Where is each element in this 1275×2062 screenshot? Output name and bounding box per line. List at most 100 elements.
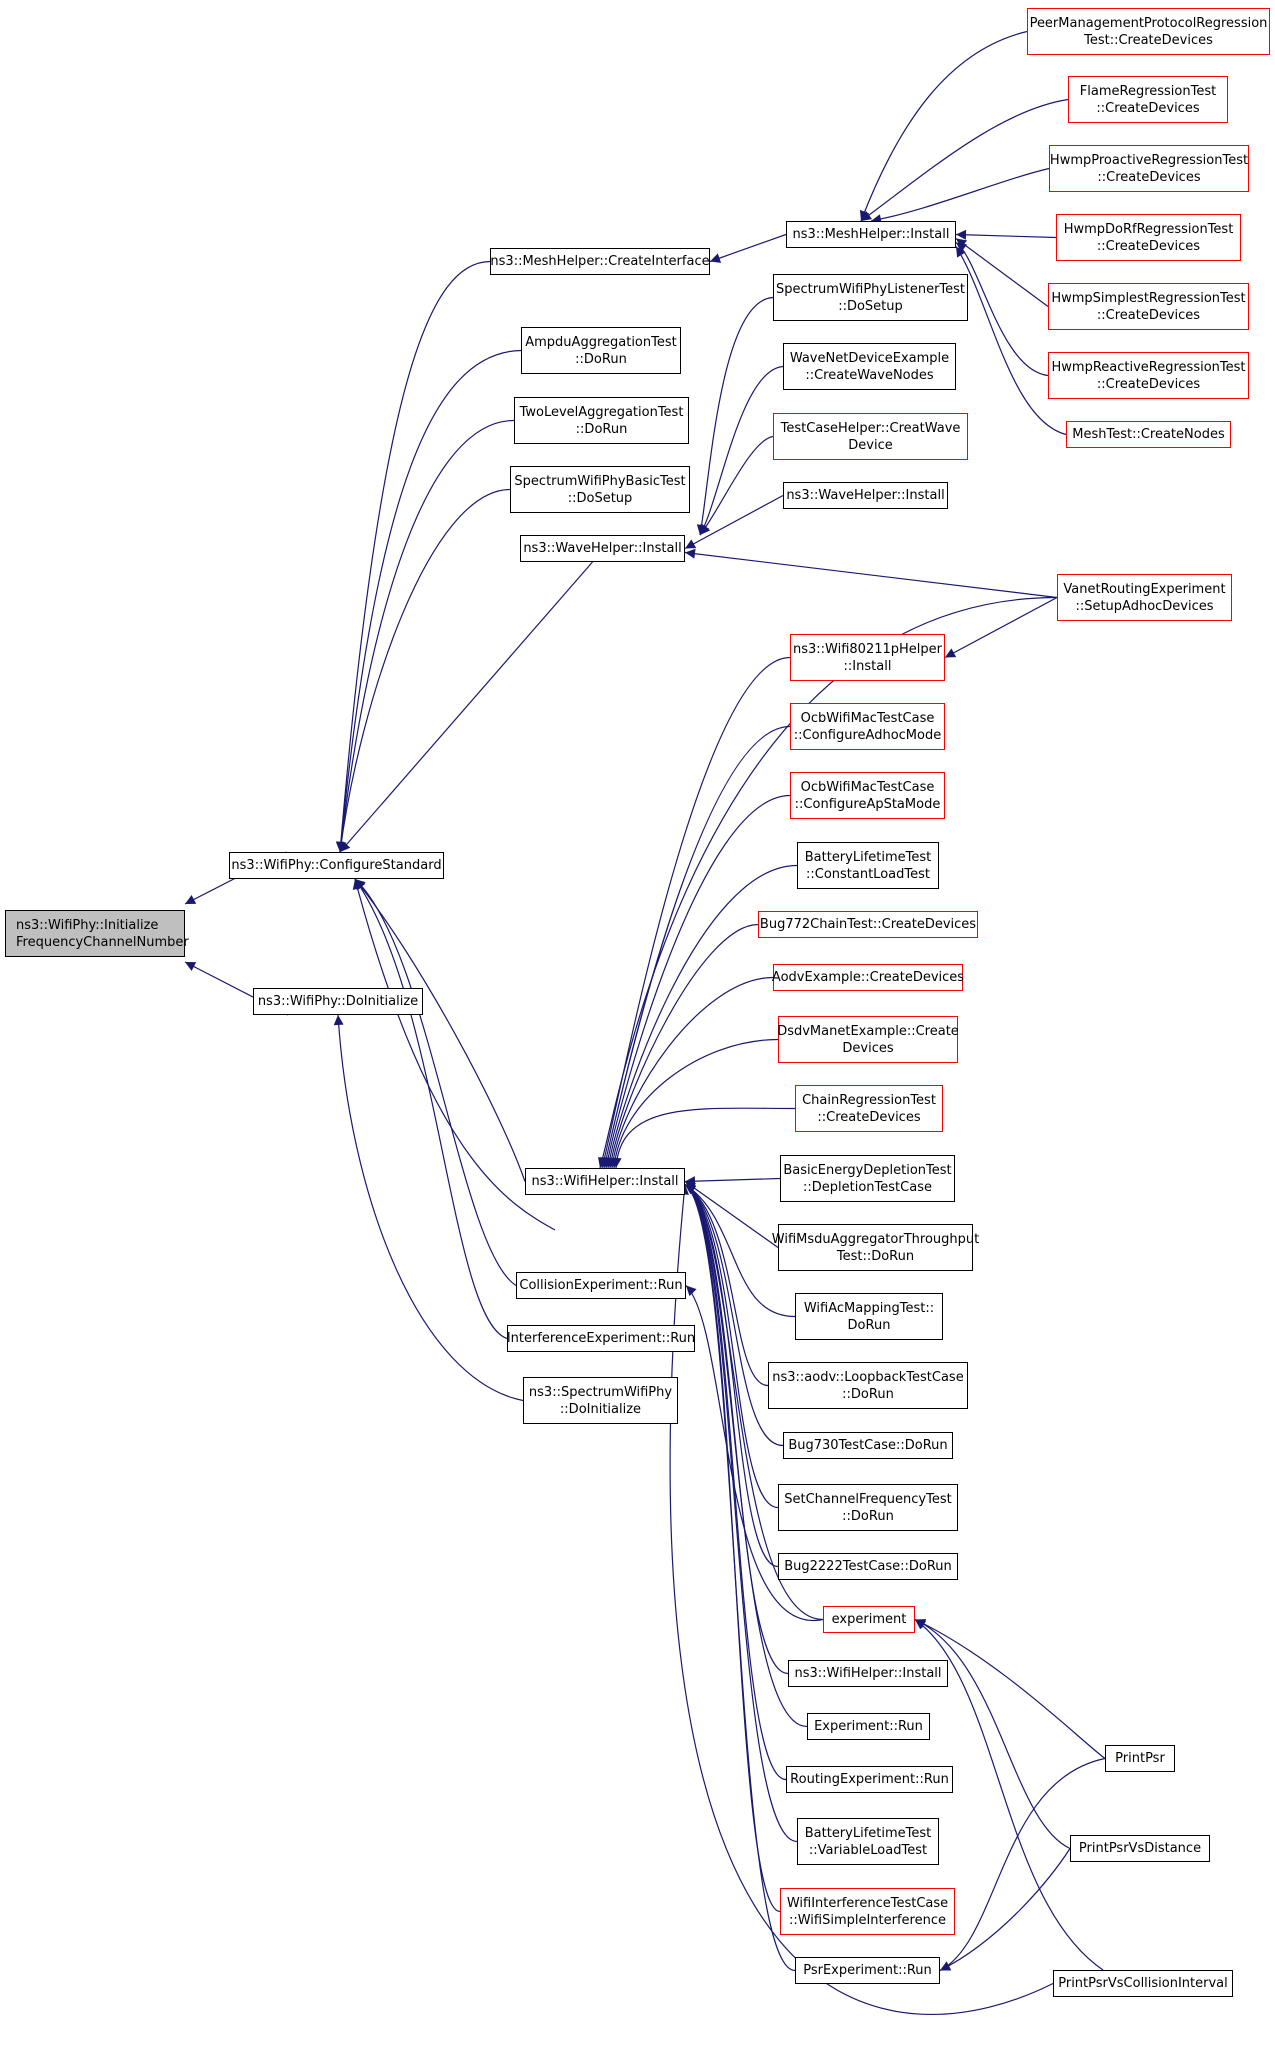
node-wave-netdevice[interactable]: WaveNetDeviceExample::CreateWaveNodes [783, 343, 956, 390]
node-ocb-apsta[interactable]: OcbWifiMacTestCase::ConfigureApStaMode [790, 772, 945, 819]
node-hwmp-simplest[interactable]: HwmpSimplestRegressionTest::CreateDevice… [1048, 283, 1249, 330]
call-edge [684, 548, 1058, 599]
call-edge [699, 365, 784, 536]
node-bug772[interactable]: Bug772ChainTest::CreateDevices [758, 911, 978, 938]
node-label-line-1: ns3::SpectrumWifiPhy [528, 1384, 673, 1400]
node-do-initialize[interactable]: ns3::WifiPhy::DoInitialize [253, 988, 423, 1015]
node-label-line-2: ::SetupAdhocDevices [1075, 598, 1214, 614]
node-label: Experiment::Run [814, 1718, 923, 1735]
node-label: experiment [832, 1611, 907, 1628]
node-label: BatteryLifetimeTest::VariableLoadTest [805, 1825, 932, 1859]
node-print-psr[interactable]: PrintPsr [1105, 1745, 1175, 1772]
node-ac-mapping[interactable]: WifiAcMappingTest::DoRun [795, 1293, 943, 1340]
node-hwmp-dorf[interactable]: HwmpDoRfRegressionTest::CreateDevices [1056, 214, 1241, 261]
node-print-psr-collision[interactable]: PrintPsrVsCollisionInterval [1053, 1970, 1233, 1997]
call-edge [699, 435, 774, 536]
node-label-line-1: AodvExample::CreateDevices [771, 970, 965, 985]
node-label-line-1: ns3::aodv::LoopbackTestCase [772, 1369, 964, 1385]
node-psr-run[interactable]: PsrExperiment::Run [795, 1957, 940, 1984]
node-label-line-2: Device [848, 437, 893, 453]
call-edge [606, 923, 759, 1169]
node-aodv-example[interactable]: AodvExample::CreateDevices [771, 964, 965, 991]
node-label: WifiInterferenceTestCase::WifiSimpleInte… [787, 1895, 948, 1929]
node-label-line-2: ::DoRun [575, 351, 627, 367]
node-print-psr-distance[interactable]: PrintPsrVsDistance [1070, 1835, 1210, 1862]
node-label-line-2: ::Install [843, 658, 892, 674]
node-label-line-2: ::ConfigureApStaMode [794, 796, 941, 812]
node-spectrum-listener[interactable]: SpectrumWifiPhyListenerTest::DoSetup [773, 274, 968, 321]
node-label-line-1: ns3::WifiHelper::Install [531, 1174, 679, 1189]
node-hwmp-reactive[interactable]: HwmpReactiveRegressionTest::CreateDevice… [1048, 352, 1249, 399]
node-label: ns3::SpectrumWifiPhy::DoInitialize [529, 1384, 672, 1418]
node-spectrum-basic-test[interactable]: SpectrumWifiPhyBasicTest::DoSetup [510, 466, 690, 513]
node-vanet[interactable]: VanetRoutingExperiment::SetupAdhocDevice… [1057, 574, 1232, 621]
node-set-channel-freq[interactable]: SetChannelFrequencyTest::DoRun [778, 1484, 958, 1531]
node-label-line-1: HwmpProactiveRegressionTest [1049, 152, 1249, 168]
node-label-line-1: WifiAcMappingTest:: [803, 1300, 935, 1316]
node-interference-run[interactable]: InterferenceExperiment::Run [507, 1325, 695, 1352]
node-label-line-1: PrintPsrVsCollisionInterval [1058, 1976, 1228, 1991]
call-edge [684, 1183, 779, 1509]
node-basic-energy[interactable]: BasicEnergyDepletionTest::DepletionTestC… [780, 1155, 955, 1202]
node-ampdu-test[interactable]: AmpduAggregationTest::DoRun [521, 327, 681, 374]
node-experiment-run[interactable]: Experiment::Run [807, 1713, 930, 1740]
node-label-line-2: Test::CreateDevices [1084, 32, 1213, 48]
call-edge [685, 1285, 824, 1621]
node-label-line-1: FlameRegressionTest [1079, 83, 1217, 99]
node-label-line-1: SpectrumWifiPhyBasicTest [514, 473, 686, 489]
node-label-line-1: SetChannelFrequencyTest [784, 1491, 952, 1507]
node-spectrum-doinit[interactable]: ns3::SpectrumWifiPhy::DoInitialize [523, 1377, 678, 1424]
call-edge [684, 1176, 781, 1187]
node-configure-standard[interactable]: ns3::WifiPhy::ConfigureStandard [229, 852, 444, 879]
node-aodv-loopback[interactable]: ns3::aodv::LoopbackTestCase::DoRun [768, 1362, 968, 1409]
node-collision-run[interactable]: CollisionExperiment::Run [516, 1272, 686, 1299]
node-label-line-2: FrequencyChannelNumber [16, 934, 189, 950]
node-label-line-2: ::DepletionTestCase [803, 1179, 932, 1195]
node-battery-variable[interactable]: BatteryLifetimeTest::VariableLoadTest [797, 1818, 939, 1865]
node-mesh-install[interactable]: ns3::MeshHelper::Install [786, 221, 956, 248]
node-wifi-interference[interactable]: WifiInterferenceTestCase::WifiSimpleInte… [780, 1888, 955, 1935]
node-chain-regression[interactable]: ChainRegressionTest::CreateDevices [795, 1085, 943, 1132]
node-ocb-adhoc[interactable]: OcbWifiMacTestCase::ConfigureAdhocMode [790, 703, 945, 750]
node-wifi80211p[interactable]: ns3::Wifi80211pHelper::Install [790, 634, 945, 681]
node-two-level-test[interactable]: TwoLevelAggregationTest::DoRun [514, 397, 689, 444]
node-wave-helper-install2[interactable]: ns3::WaveHelper::Install [783, 482, 948, 509]
node-hwmp-proactive[interactable]: HwmpProactiveRegressionTest::CreateDevic… [1049, 145, 1249, 192]
node-label: RoutingExperiment::Run [790, 1771, 949, 1788]
node-wave-helper-install[interactable]: ns3::WaveHelper::Install [520, 535, 685, 562]
node-label-line-1: ns3::WifiPhy::Initialize [16, 917, 159, 933]
node-label-line-1: Bug2222TestCase::DoRun [784, 1559, 952, 1574]
call-edge [696, 296, 774, 536]
node-flame[interactable]: FlameRegressionTest::CreateDevices [1068, 76, 1228, 123]
node-wifi-helper-install[interactable]: ns3::WifiHelper::Install [525, 1168, 685, 1195]
node-mesh-create-interface[interactable]: ns3::MeshHelper::CreateInterface [490, 248, 710, 275]
node-mesh-test[interactable]: MeshTest::CreateNodes [1066, 421, 1231, 448]
node-routing-run[interactable]: RoutingExperiment::Run [786, 1766, 953, 1793]
node-battery-constant[interactable]: BatteryLifetimeTest::ConstantLoadTest [797, 842, 939, 889]
node-bug2222[interactable]: Bug2222TestCase::DoRun [778, 1553, 958, 1580]
call-edge [333, 1014, 524, 1402]
node-label: ns3::aodv::LoopbackTestCase::DoRun [772, 1369, 963, 1403]
call-edge [608, 976, 774, 1169]
call-edge [914, 1618, 1106, 1759]
node-label: BatteryLifetimeTest::ConstantLoadTest [805, 849, 932, 883]
node-label: WifiAcMappingTest::DoRun [804, 1300, 934, 1334]
node-experiment[interactable]: experiment [823, 1606, 915, 1633]
node-label: ns3::MeshHelper::Install [793, 226, 950, 243]
node-label: PsrExperiment::Run [803, 1962, 932, 1979]
node-bug730[interactable]: Bug730TestCase::DoRun [783, 1432, 953, 1459]
node-label-line-1: TwoLevelAggregationTest [519, 404, 684, 420]
node-label: HwmpDoRfRegressionTest::CreateDevices [1064, 221, 1234, 255]
node-label-line-1: experiment [831, 1612, 907, 1627]
node-label-line-1: WifiInterferenceTestCase [786, 1895, 949, 1911]
node-label: ns3::WaveHelper::Install [523, 540, 681, 557]
node-label-line-2: ::CreateDevices [1096, 307, 1201, 323]
node-wifi-helper-install2[interactable]: ns3::WifiHelper::Install [788, 1660, 948, 1687]
